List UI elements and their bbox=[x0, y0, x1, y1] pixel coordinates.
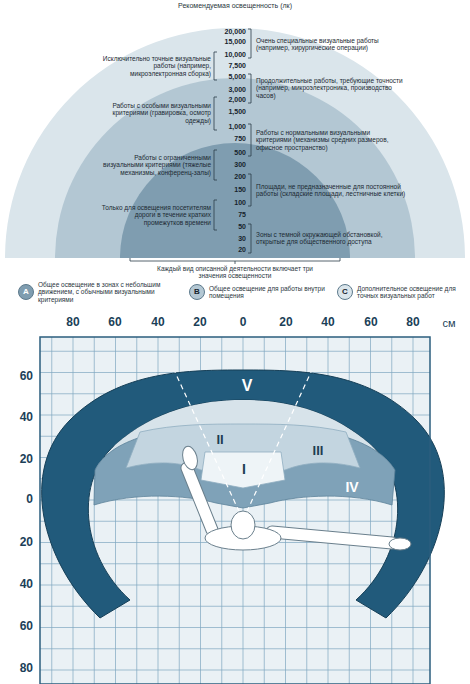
person bbox=[180, 445, 411, 550]
sight-line bbox=[175, 372, 243, 520]
activity-note: Продолжительные работы, требующие точнос… bbox=[256, 77, 406, 99]
hand bbox=[389, 538, 411, 550]
illuminance-value: 15,000 bbox=[216, 38, 246, 46]
middle-band bbox=[55, 78, 415, 258]
illuminance-value: 2,000 bbox=[216, 96, 246, 104]
bracket bbox=[248, 74, 251, 103]
grid-line bbox=[40, 648, 430, 649]
legend-letter: A bbox=[18, 287, 34, 296]
activity-note: Площади, не предназначенные для постоянн… bbox=[256, 183, 406, 198]
illuminance-value: 7,500 bbox=[216, 62, 246, 70]
axis-value: 40 bbox=[3, 578, 33, 592]
activity-note: Зоны с темной окружающей обстановкой, от… bbox=[256, 231, 406, 246]
zone-v bbox=[42, 370, 445, 618]
illuminance-value: 20 bbox=[216, 246, 246, 254]
illuminance-value: 500 bbox=[216, 149, 246, 157]
illuminance-value: 50 bbox=[216, 223, 246, 231]
activity-note: Исключительно точные визуальные работы (… bbox=[99, 55, 211, 77]
title: Рекомендуемая освещенность (лк) bbox=[175, 2, 295, 10]
activity-note: Работы с нормальными визуальными критери… bbox=[256, 129, 406, 151]
activity-note: Работы с особыми визуальными критериями … bbox=[99, 102, 211, 124]
zone-number: II bbox=[216, 433, 223, 448]
legend-text: Общее освещение для работы внутри помеще… bbox=[209, 285, 333, 300]
axis-value: 60 bbox=[102, 316, 128, 330]
illuminance-value: 750 bbox=[216, 135, 246, 143]
axis-value: 60 bbox=[3, 620, 33, 634]
bracket bbox=[248, 224, 251, 253]
outer-band bbox=[5, 28, 465, 258]
grid-line bbox=[40, 627, 430, 628]
axis-value: 80 bbox=[400, 316, 426, 330]
zone-number: V bbox=[242, 377, 253, 395]
axis-value: 40 bbox=[315, 316, 341, 330]
grid-line bbox=[40, 351, 430, 352]
illuminance-value: 300 bbox=[216, 161, 246, 169]
illuminance-value: 1,000 bbox=[216, 123, 246, 131]
axis-value: 20 bbox=[3, 453, 33, 467]
illuminance-value: 20,000 bbox=[216, 28, 246, 36]
zone-label-box: V bbox=[239, 376, 256, 396]
hand bbox=[180, 445, 200, 472]
illuminance-value: 150 bbox=[216, 186, 246, 194]
caption-bracket bbox=[130, 258, 340, 264]
zone-i bbox=[201, 452, 285, 488]
illuminance-value: 200 bbox=[216, 173, 246, 181]
axis-value: 40 bbox=[3, 411, 33, 425]
axis-unit: см bbox=[438, 317, 460, 330]
bracket bbox=[248, 124, 251, 156]
illuminance-value: 5,000 bbox=[216, 73, 246, 81]
axis-value: 20 bbox=[3, 536, 33, 550]
grid-line bbox=[40, 670, 430, 671]
bracket bbox=[214, 150, 217, 180]
legend-letter: C bbox=[337, 287, 353, 296]
axis-value: 0 bbox=[3, 493, 33, 507]
grid-line bbox=[94, 337, 95, 684]
axis-value: 80 bbox=[3, 662, 33, 676]
zone-label-box: II bbox=[213, 432, 226, 449]
illuminance-value: 75 bbox=[216, 211, 246, 219]
legend-text: Дополнительное освещение для точных визу… bbox=[357, 285, 462, 300]
bracket bbox=[214, 97, 217, 130]
zone-iv bbox=[94, 425, 395, 508]
illuminance-value: 10,000 bbox=[216, 51, 246, 59]
zone-label-box: I bbox=[239, 460, 249, 478]
axis-value: 60 bbox=[358, 316, 384, 330]
grid-line bbox=[391, 337, 392, 684]
activity-note: Очень специальные визуальные работы (нап… bbox=[256, 37, 406, 52]
zone-label-box: IV bbox=[342, 478, 361, 496]
bracket bbox=[214, 200, 217, 230]
illuminance-value: 30 bbox=[216, 235, 246, 243]
axis-value: 40 bbox=[145, 316, 171, 330]
axis-value: 0 bbox=[230, 316, 256, 330]
caption: Каждый вид описанной деятельности включа… bbox=[150, 265, 320, 280]
legend-letter: B bbox=[189, 287, 205, 296]
legend-text: Общее освещение в зонах с небольшим движ… bbox=[38, 281, 178, 303]
illuminance-value: 1,500 bbox=[216, 108, 246, 116]
zone-number: III bbox=[313, 444, 324, 459]
zone-number: I bbox=[242, 461, 246, 477]
sight-line bbox=[243, 372, 311, 520]
activity-note: Работы с ограниченными визуальными крите… bbox=[99, 154, 211, 176]
axis-value: 20 bbox=[187, 316, 213, 330]
zone-label-box: III bbox=[310, 443, 327, 460]
illuminance-value: 100 bbox=[216, 199, 246, 207]
zone-number: IV bbox=[345, 479, 358, 495]
bracket bbox=[248, 29, 251, 58]
bracket bbox=[248, 174, 251, 206]
illuminance-value: 3,000 bbox=[216, 86, 246, 94]
axis-value: 60 bbox=[3, 370, 33, 384]
grid-frame bbox=[40, 337, 430, 684]
head bbox=[231, 511, 255, 539]
bracket bbox=[214, 52, 217, 80]
axis-value: 80 bbox=[60, 316, 86, 330]
activity-note: Только для освещения посетителям дороги … bbox=[99, 204, 211, 226]
axis-value: 20 bbox=[273, 316, 299, 330]
